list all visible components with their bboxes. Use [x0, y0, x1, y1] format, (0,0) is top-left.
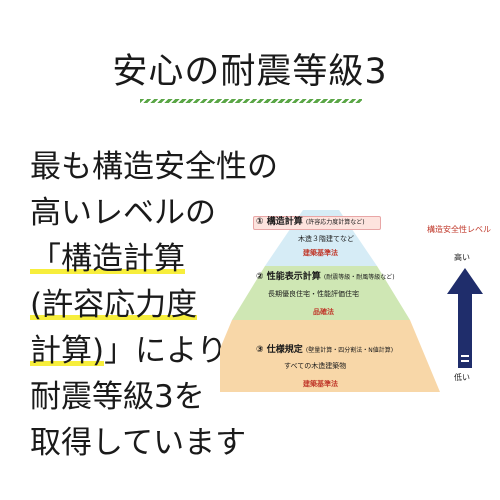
pyramid-tier-1 — [265, 210, 377, 266]
body-line-5-rest: 」により — [104, 333, 228, 369]
axis-high-label: 高い — [454, 253, 470, 262]
tier-1-heading-box — [253, 216, 381, 230]
body-line-5: 計算)」により — [30, 328, 278, 374]
up-arrow-icon — [447, 268, 483, 368]
body-text: 最も構造安全性の 高いレベルの 「構造計算 (許容応力度 計算)」により 耐震等… — [30, 144, 278, 466]
tier-2-heading: ② 性能表示計算 (耐震等級・耐風等級など) — [256, 272, 395, 282]
tier-1-law: 建築基準法 — [303, 249, 338, 257]
body-line-4: (許容応力度 — [30, 282, 278, 328]
body-line-2: 高いレベルの — [30, 195, 216, 231]
tier-2-law: 品確法 — [313, 308, 334, 316]
body-line-6: 耐震等級3を — [30, 379, 205, 415]
tier-3-heading: ③ 仕様規定 (壁量計算・四分割法・N値計算) — [256, 345, 394, 355]
title-underline — [140, 99, 362, 103]
tier-1-heading: ① 構造計算 (許容応力度計算など) — [256, 217, 365, 227]
highlighted-text: 計算) — [30, 333, 105, 369]
body-line-1: 最も構造安全性の — [30, 149, 278, 185]
pyramid-shapes — [220, 210, 440, 392]
pyramid-tier-3 — [220, 320, 440, 392]
tier-3-note: (壁量計算・四分割法・N値計算) — [305, 347, 394, 354]
body-line-7: 取得しています — [30, 425, 247, 461]
axis-title: 構造安全性レベル — [427, 225, 491, 234]
highlighted-text: 「構造計算 — [30, 241, 185, 277]
tier-1-note: (許容応力度計算など) — [305, 219, 365, 226]
pyramid-diagram: ① 構造計算 (許容応力度計算など) 木造３階建てなど 建築基準法 ② 性能表示… — [220, 210, 500, 400]
highlighted-text: (許容応力度 — [30, 287, 198, 323]
tier-2-desc: 長期優良住宅・性能評価住宅 — [268, 290, 359, 298]
body-line-3: 「構造計算 — [30, 236, 278, 282]
page-title: 安心の耐震等級3 — [112, 52, 388, 92]
tier-2-note: (耐震等級・耐風等級など) — [323, 274, 395, 281]
tier-1-desc: 木造３階建てなど — [298, 235, 354, 243]
axis-low-label: 低い — [454, 373, 470, 382]
tier-3-law: 建築基準法 — [303, 380, 338, 388]
pyramid-tier-2 — [232, 266, 410, 320]
tier-3-desc: すべての木造建築物 — [284, 362, 347, 370]
